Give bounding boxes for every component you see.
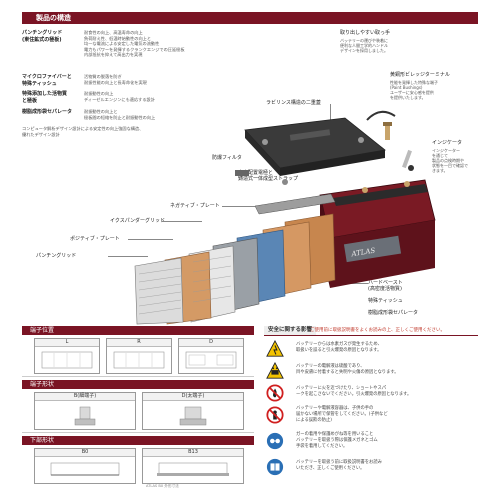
feature-desc-microfiber: 活物質の脱落を防ぎ 耐振性能の向上と長寿命化を実現: [84, 74, 147, 85]
header-bar: 製品の構造: [22, 12, 478, 24]
thin-terminal-diagram: [74, 406, 96, 426]
section-divider: [22, 432, 254, 433]
leader-line: [162, 221, 202, 222]
callout-expander-grid: イクスパンダーグリッド: [110, 218, 166, 224]
safety-text-3: バッテリーに火を近づけたり、ショートやスパ ークを起こさないでください。引火爆発…: [296, 386, 412, 397]
leader-line: [108, 256, 148, 257]
callout-labyrinth: ラビリンス構造の二重蓋: [266, 100, 321, 106]
terminal-r-diagram: [113, 351, 165, 369]
callout-negative-plate: ネガティブ・プレート: [170, 203, 220, 209]
bottom-shape-header: 下部形状: [22, 436, 254, 445]
terminal-position-l-label: L: [35, 339, 99, 347]
terminal-position-d: D: [178, 338, 244, 374]
safety-text-4: バッテリーや電解液容器は、子供の手の 届かない場所で保管をしてください。(子供な…: [296, 406, 388, 423]
feature-desc-punching-grid: 耐食性の向上、高温寿命の向上 負荷耐え性、低温時始動性の向上と 均一な電流による…: [84, 30, 185, 58]
read-manual-icon: [266, 458, 284, 476]
safety-header: 安全に関する影響 ご使用前に取扱説明書をよくお読みの上、正しくご使用ください。: [264, 326, 478, 336]
safety-text-1: バッテリーからは水素ガスが発生するため、 取扱いを誤ると引火爆発の原因となります…: [296, 342, 382, 353]
terminal-post: [383, 122, 392, 140]
bottom-shape-b13-label: B13: [143, 449, 243, 457]
terminal-position-title: 端子位置: [30, 327, 55, 334]
terminal-position-r-label: R: [107, 339, 171, 347]
safety-text-2: バッテリーの電解液は硫酸であり、 目や皮膚に付着すると失明や火傷の原因となります…: [296, 364, 399, 375]
terminal-position-header: 端子位置: [22, 326, 254, 335]
terminal-position-r: R: [106, 338, 172, 374]
terminal-shape-title: 端子形状: [30, 381, 55, 388]
terminal-shape-header: 端子形状: [22, 380, 254, 389]
feature-label-microfiber: マイクロファイバーと 特殊ティッシュ: [22, 74, 72, 87]
no-children-icon: [266, 406, 284, 424]
safety-subtitle: ご使用前に取扱説明書をよくお読みの上、正しくご使用ください。: [310, 328, 445, 333]
callout-hardbase: ハードベースト (高密度活物質): [368, 280, 403, 292]
battery-case: ATLAS: [319, 179, 436, 288]
thick-terminal-diagram: [179, 406, 207, 426]
terminal-shape-d-label: D(太端子): [143, 393, 243, 401]
no-fire-icon: [266, 384, 284, 402]
callout-tissue: 特殊ティッシュ: [368, 298, 403, 304]
feature-desc-active-material: 耐振動性の向上 ディーゼルエンジンにも適応する設計: [84, 91, 155, 102]
safety-title: 安全に関する影響: [264, 326, 317, 335]
battery-brand-label: ATLAS: [350, 247, 376, 259]
page-title: 製品の構造: [36, 14, 71, 22]
battery-lid: [244, 117, 386, 176]
callout-separator: 樹脂成形袋セパレータ: [368, 310, 419, 316]
bottom-b13-diagram: [157, 462, 229, 476]
callout-indicator-desc: インジケーター を通じて 製品の点検時期や 状態を一目で確認で きます。: [432, 148, 468, 173]
feature-label-separator: 樹脂成形袋セパレータ: [22, 109, 73, 115]
feature-label-punching-grid: パンチングリッド (東住鉱式の極板): [22, 30, 63, 43]
callout-indicator: インジケータ: [432, 140, 463, 146]
terminal-d-diagram: [185, 351, 237, 369]
bottom-shape-b0: B0: [34, 448, 136, 484]
battery-exploded-diagram: ATLAS: [134, 110, 436, 325]
terminal-shape-d: D(太端子): [142, 392, 244, 430]
section-divider: [22, 376, 254, 377]
terminal-shape-b: B(細端子): [34, 392, 136, 430]
explosion-warning-icon: [266, 340, 284, 357]
plate-stack: [134, 193, 336, 325]
bottom-shape-b0-label: B0: [35, 449, 135, 457]
callout-positive-plate: ポジティブ・プレート: [70, 236, 120, 242]
callout-terminal: 黄銅形ビレッジターミナル: [390, 72, 450, 78]
safety-text-5: ガーの着用や保護めがね等を用いること バッテリーを取扱う際は保護メガネとゴム 手…: [296, 432, 378, 449]
feature-desc-design: コンピュータ解析デザイン設計による安定性の向上強固な構造、 優れたデザイン設計: [22, 126, 144, 137]
leader-line: [222, 206, 257, 207]
battery-handle: [366, 110, 396, 121]
acid-warning-icon: [266, 362, 284, 379]
bottom-b0-diagram: [50, 462, 120, 476]
explosion-filter: [235, 170, 288, 185]
feature-desc-separator: 耐振動性の向上と 極板間の短絡を防止と耐振動性の向上: [84, 109, 156, 120]
feature-label-active-material: 特殊添加した活物質 と極板: [22, 91, 68, 104]
callout-handle-desc: バッテリーの運びや装着に 便利な人間工学的ハンドル デザインを採用しました。: [340, 38, 388, 53]
leader-line: [128, 239, 173, 240]
eye-protection-icon: [266, 432, 284, 450]
bottom-shape-note: ATLAS BX 外形寸法: [146, 484, 179, 488]
terminal-l-diagram: [41, 351, 93, 369]
bottom-shape-b13: B13: [142, 448, 244, 484]
indicator-part: [402, 149, 414, 171]
callout-handle: 取り出しやすい取っ手: [340, 30, 390, 36]
terminal-position-l: L: [34, 338, 100, 374]
terminal-shape-b-label: B(細端子): [35, 393, 135, 401]
callout-terminal-desc: 性能を発揮した特殊な端子 (Paint Bushings) ユーザーに安心感を提…: [390, 80, 438, 100]
callout-strap: 中央配置電極と 鋳造式一体成型ストラップ: [238, 170, 299, 182]
callout-filter: 防爆フィルタ: [212, 155, 242, 161]
bottom-shape-title: 下部形状: [30, 437, 55, 444]
safety-text-6: バッテリーを取扱う前に取扱説明書をお読み いただき、正しくご使用ください。: [296, 460, 382, 471]
callout-punching-grid: パンチングリッド: [36, 253, 77, 259]
terminal-position-d-label: D: [179, 339, 243, 347]
